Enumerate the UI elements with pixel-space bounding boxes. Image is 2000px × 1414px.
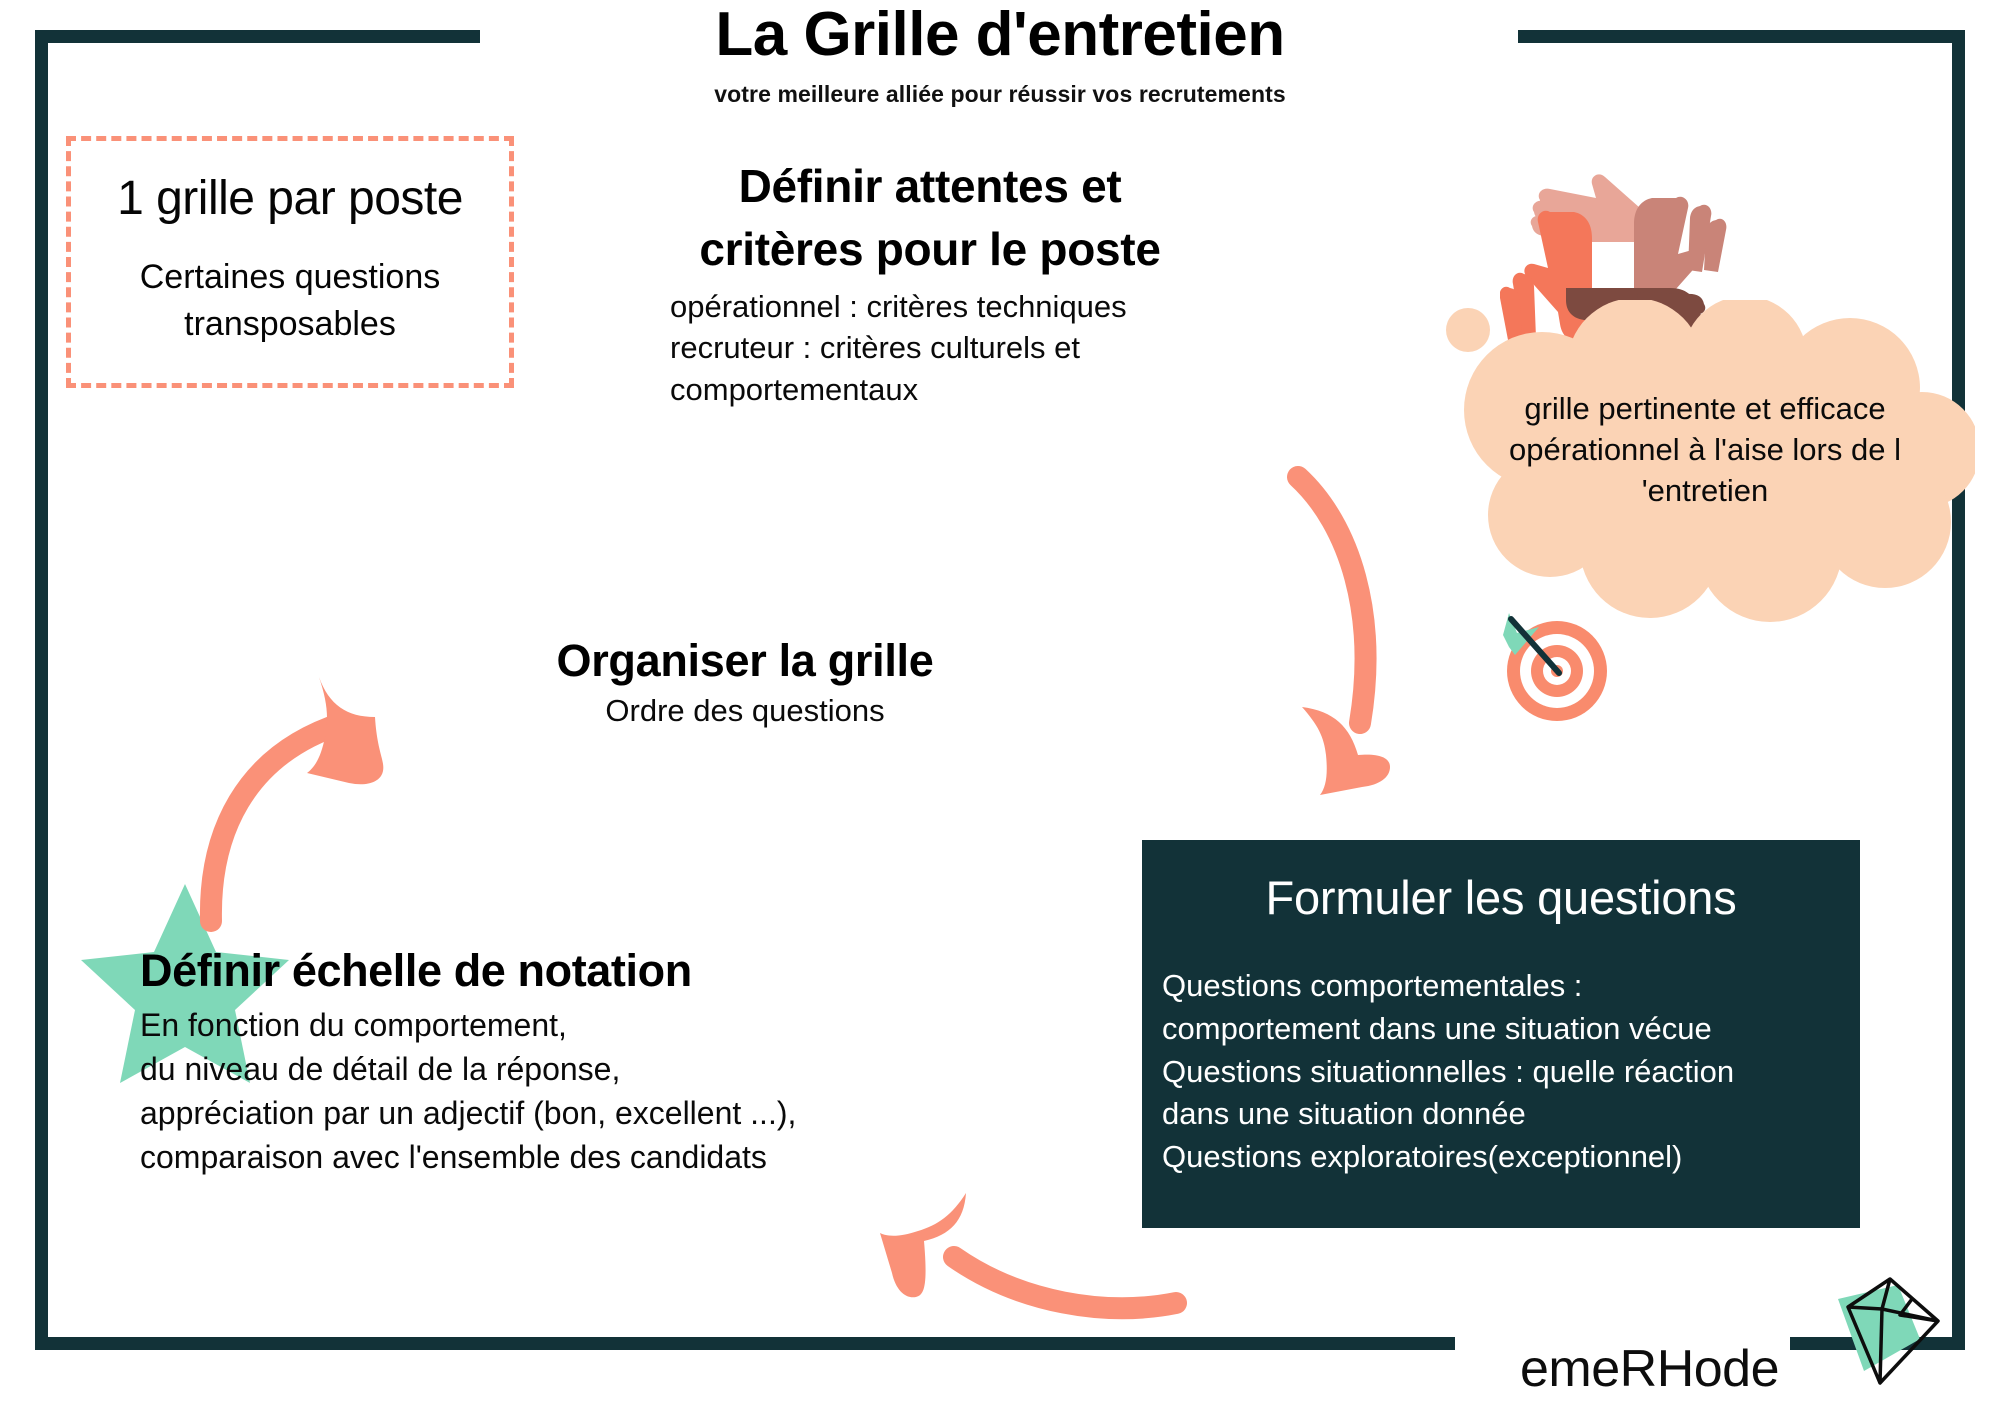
thought-cloud: grille pertinente et efficace opérationn… [1430,300,1975,630]
organize-grid-subtitle: Ordre des questions [605,693,885,728]
frame-top-left-segment [35,30,480,43]
star-icon [78,880,293,1095]
organize-grid-title: Organiser la grille [556,635,934,686]
target-dart-icon [1495,605,1615,725]
frame-top-right-segment [1518,30,1965,43]
formulate-questions-title: Formuler les questions [1265,871,1737,924]
rating-scale-block: Définir échelle de notation En fonction … [140,945,930,1180]
one-grid-per-job-title: 1 grille par poste [117,172,463,225]
frame-left-segment [35,30,48,1350]
frame-right-segment [1952,30,1965,1350]
organize-grid-block: Organiser la grille Ordre des questions [480,635,1010,729]
arrow-up-icon [195,675,485,935]
rating-scale-title: Définir échelle de notation [140,945,692,996]
define-expectations-title: Définir attentes et critères pour le pos… [670,155,1190,282]
define-expectations-body: opérationnel : critères techniques recru… [670,288,1127,407]
thought-cloud-text: grille pertinente et efficace opérationn… [1509,391,1901,509]
define-expectations-title-line2: critères pour le poste [699,223,1161,276]
define-expectations-block: Définir attentes et critères pour le pos… [670,155,1190,411]
header: La Grille d'entretien votre meilleure al… [0,0,2000,108]
formulate-questions-body: Questions comportementales : comportemen… [1162,968,1735,1175]
arrow-down-icon [1250,455,1435,795]
define-expectations-title-line1: Définir attentes et [738,160,1122,212]
frame-bottom-left-segment [35,1337,1455,1350]
page-title: La Grille d'entretien [715,0,1285,69]
brand-logo-text: emeRHode [1520,1340,1780,1398]
brand-logo[interactable]: emeRHode [1520,1275,1940,1405]
formulate-questions-panel: Formuler les questions Questions comport… [1142,840,1860,1228]
diamond-icon [1820,1275,1950,1395]
arrow-left-icon [880,1185,1190,1320]
one-grid-per-job-box: 1 grille par poste Certaines questions t… [66,136,514,388]
one-grid-per-job-subtitle: Certaines questions transposables [139,258,441,343]
page-subtitle: votre meilleure alliée pour réussir vos … [714,81,1286,108]
rating-scale-body: En fonction du comportement, du niveau d… [140,1007,797,1176]
